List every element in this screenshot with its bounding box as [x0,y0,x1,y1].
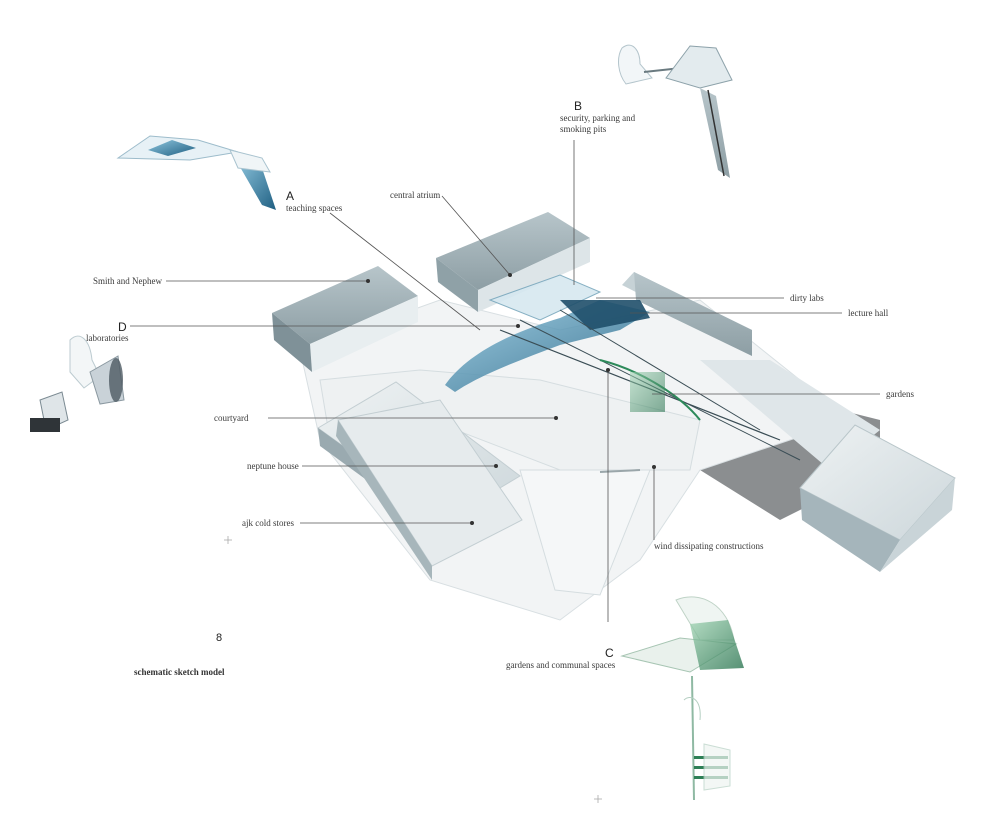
zone-a-letter: A [286,189,295,203]
zone-c-label: gardens and communal spaces [506,660,616,670]
dirty-labs-label: dirty labs [790,293,824,303]
leader-teaching-spaces [329,212,481,331]
leader-lines [130,140,880,622]
main-model [272,212,956,621]
smith-nephew-block [272,266,418,372]
courtyard-label: courtyard [214,413,249,423]
teaching-spaces-model [116,135,276,210]
figure-caption: schematic sketch model [134,667,225,677]
smith-nephew-label: Smith and Nephew [93,276,162,286]
security-parking-model [618,44,733,178]
page-number: 8 [216,632,223,644]
ajk-cold-stores-label: ajk cold stores [242,518,294,528]
central-atrium-label: central atrium [390,190,441,200]
dirty-labs-block [622,272,752,356]
zone-c-letter: C [605,646,614,660]
wind-dissipating-label: wind dissipating constructions [654,541,764,551]
long-arm [700,360,880,470]
ajk-cold-stores-block [336,399,523,580]
gardens-label: gardens [886,389,914,399]
lecture-hall-label: lecture hall [848,308,889,318]
central-glass-sculpture [445,274,801,461]
laboratories-model [30,335,125,432]
gardens-communal-model [620,596,744,801]
zone-b-letter: B [574,99,583,113]
wind-dissipating-plane [519,469,651,596]
zone-a-label: teaching spaces [286,203,343,213]
zone-d-letter: D [118,320,127,334]
zone-b-label-line2: smoking pits [560,124,607,134]
big-cube [799,424,956,572]
zone-d-label: laboratories [86,333,129,343]
zone-b-label-line1: security, parking and [560,113,636,123]
neptune-house-label: neptune house [247,461,299,471]
leader-dots [366,273,656,525]
crosshair-marks [224,536,602,803]
leader-central-atrium [441,195,511,276]
central-atrium-block [436,212,590,312]
